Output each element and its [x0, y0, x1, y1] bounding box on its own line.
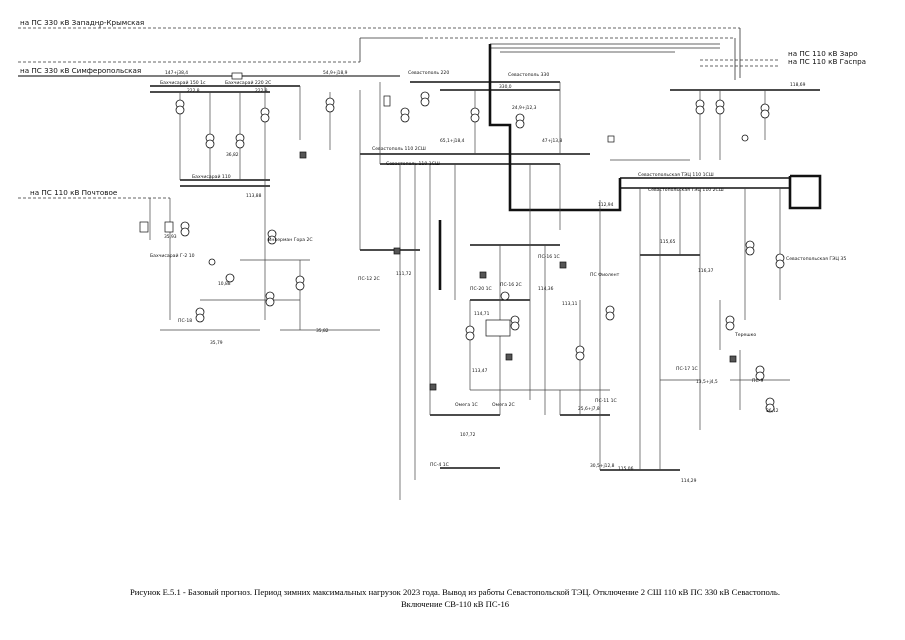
line-label-zapadno-krymskaya: на ПС 330 кВ Западно-Крымская	[20, 18, 144, 27]
value-label: 118,69	[790, 82, 806, 88]
value-label: 330,0	[499, 84, 512, 90]
value-label: 36,12	[766, 408, 779, 414]
label-tes-gu: Севастопольская ГЭЦ 35	[786, 256, 846, 262]
flow-label: 25,6+j7,8	[578, 406, 600, 412]
label-omega: Омега 1С	[455, 402, 478, 408]
caption-line-2: Включение СВ-110 кВ ПС-16	[400, 599, 510, 609]
highlighted-paths	[438, 44, 822, 290]
transformers	[175, 91, 785, 413]
value-label: 115,65	[660, 239, 676, 245]
label-tes-2: Севастопольская ТЭЦ 110 2СШ	[648, 187, 724, 193]
value-label: 222,8	[187, 88, 200, 94]
label-fiolent: ПС Фиолент	[590, 272, 620, 278]
label-sevastopol-220: Севастополь 220	[408, 70, 449, 76]
value-label: 35,93	[164, 234, 177, 240]
value-label: 116,37	[698, 268, 714, 274]
value-label: 114,29	[681, 478, 697, 484]
value-label: 113,88	[246, 193, 262, 199]
label-sevastopol-330: Севастополь 330	[508, 72, 549, 78]
flow-label: 47+j13,8	[542, 138, 562, 144]
value-label: 112,94	[598, 202, 614, 208]
value-label: 35,79	[210, 340, 223, 346]
equipment-boxes	[139, 72, 737, 391]
label-ps9: ПС-9	[752, 378, 763, 384]
line-label-zarya: на ПС 110 кВ Заро	[788, 49, 858, 58]
value-label: 113,11	[562, 301, 578, 307]
line-label-pochtovoe: на ПС 110 кВ Почтовое	[30, 188, 118, 197]
value-label: 35,82	[316, 328, 329, 334]
label-bakhchisaray-2s: Бахчисарай 220 2С	[225, 79, 271, 86]
label-ps11: ПС-11 1С	[595, 398, 617, 404]
caption-line-1: Рисунок Е.5.1 - Базовый прогноз. Период …	[130, 587, 780, 597]
label-tereshkov: Терешко	[734, 332, 756, 338]
flow-label: 13,5+j4,5	[696, 379, 718, 385]
value-label: 115,06	[618, 466, 634, 472]
figure-caption: Рисунок Е.5.1 - Базовый прогноз. Период …	[60, 586, 850, 610]
value-label: 36,82	[226, 152, 239, 158]
flow-label: 147+j38,4	[165, 70, 188, 76]
label-bakhchisaray-g2: Бахчисарай Г-2 10	[150, 252, 195, 259]
label-omega2: Омега 2С	[492, 402, 515, 408]
label-ps16-2: ПС-16 2С	[500, 282, 522, 288]
flow-label: 54,9+j18,9	[323, 70, 348, 76]
flow-label: 65,1+j18,4	[440, 138, 465, 144]
line-label-simferopolskaya: на ПС 330 кВ Симферопольская	[20, 66, 141, 75]
label-ps20: ПС-20 1С	[470, 286, 492, 292]
value-label: 10,88	[218, 281, 231, 287]
label-ps18: ПС-18	[178, 318, 192, 324]
label-ps12: ПС-12 2С	[358, 276, 380, 282]
value-label: 111,72	[396, 271, 412, 277]
value-label: 113,47	[472, 368, 488, 374]
flow-label: 24,9+j12,3	[512, 105, 537, 111]
flow-label: 30,5+j12,8	[590, 463, 615, 469]
line-labels: на ПС 330 кВ Западно-Крымская на ПС 330 …	[20, 18, 866, 197]
line-label-gaspra: на ПС 110 кВ Гаспра	[788, 57, 866, 66]
label-sevastopol-110-2s: Севастополь 110 2СШ	[372, 146, 426, 152]
label-inkerman: Инкерман Гора 2С	[268, 237, 313, 243]
label-ps16-1: ПС-16 1С	[538, 254, 560, 260]
value-label: 114,71	[474, 311, 490, 317]
label-ps17: ПС-17 1С	[676, 366, 698, 372]
value-label: 107,72	[460, 432, 476, 438]
label-sevastopol-110-1s: Севастополь 110 1СШ	[386, 161, 440, 167]
label-tes-1: Севастопольская ТЭЦ 110 1СШ	[638, 172, 714, 178]
label-bakhchisaray-1s: Бахчисарай 150 1с	[160, 79, 206, 86]
substation-labels: Севастополь 330 Севастополь 220 Севастоп…	[150, 70, 846, 468]
generators	[208, 134, 749, 301]
label-bakhchisaray-110: Бахчисарай 110	[192, 173, 231, 180]
label-ps4: ПС-4 1С	[430, 462, 449, 468]
incoming-lines	[18, 24, 780, 199]
value-labels: 330,0 222,8 222,8 118,69 112,94 115,65 1…	[164, 70, 806, 484]
value-label: 114,36	[538, 286, 554, 292]
value-label: 222,8	[255, 88, 268, 94]
